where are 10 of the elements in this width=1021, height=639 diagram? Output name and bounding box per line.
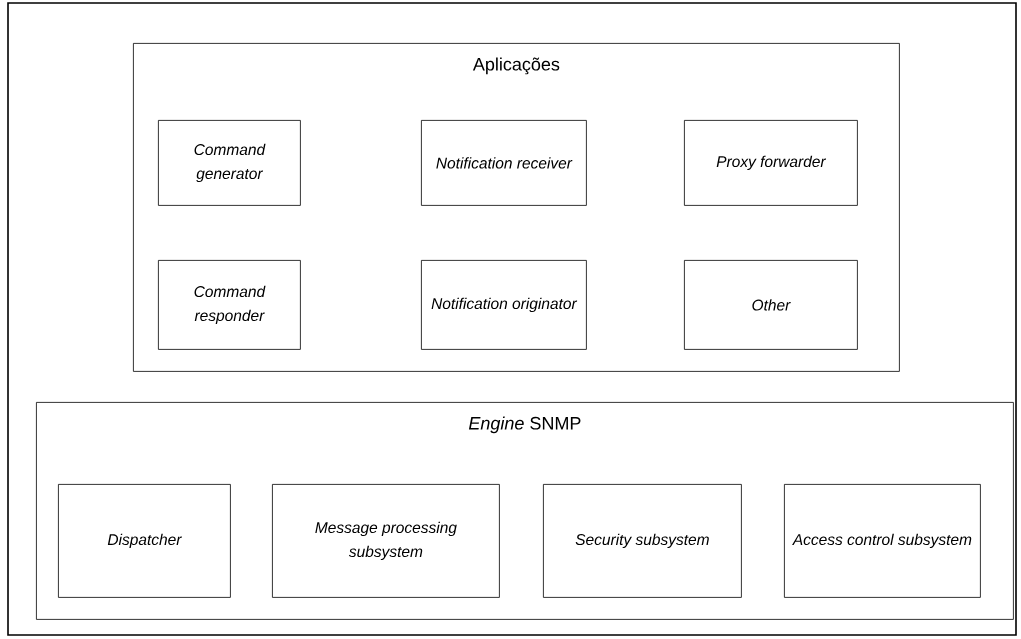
component-box: Dispatcher (58, 484, 231, 598)
component-box: Notification receiver (421, 120, 587, 206)
component-box: Notification originator (421, 260, 587, 350)
component-box: Message processing subsystem (272, 484, 500, 598)
component-box: Security subsystem (543, 484, 742, 598)
component-box: Command generator (158, 120, 301, 206)
component-box: Proxy forwarder (684, 120, 858, 206)
component-box: Command responder (158, 260, 301, 350)
component-box: Other (684, 260, 858, 350)
component-box: Access control subsystem (784, 484, 981, 598)
